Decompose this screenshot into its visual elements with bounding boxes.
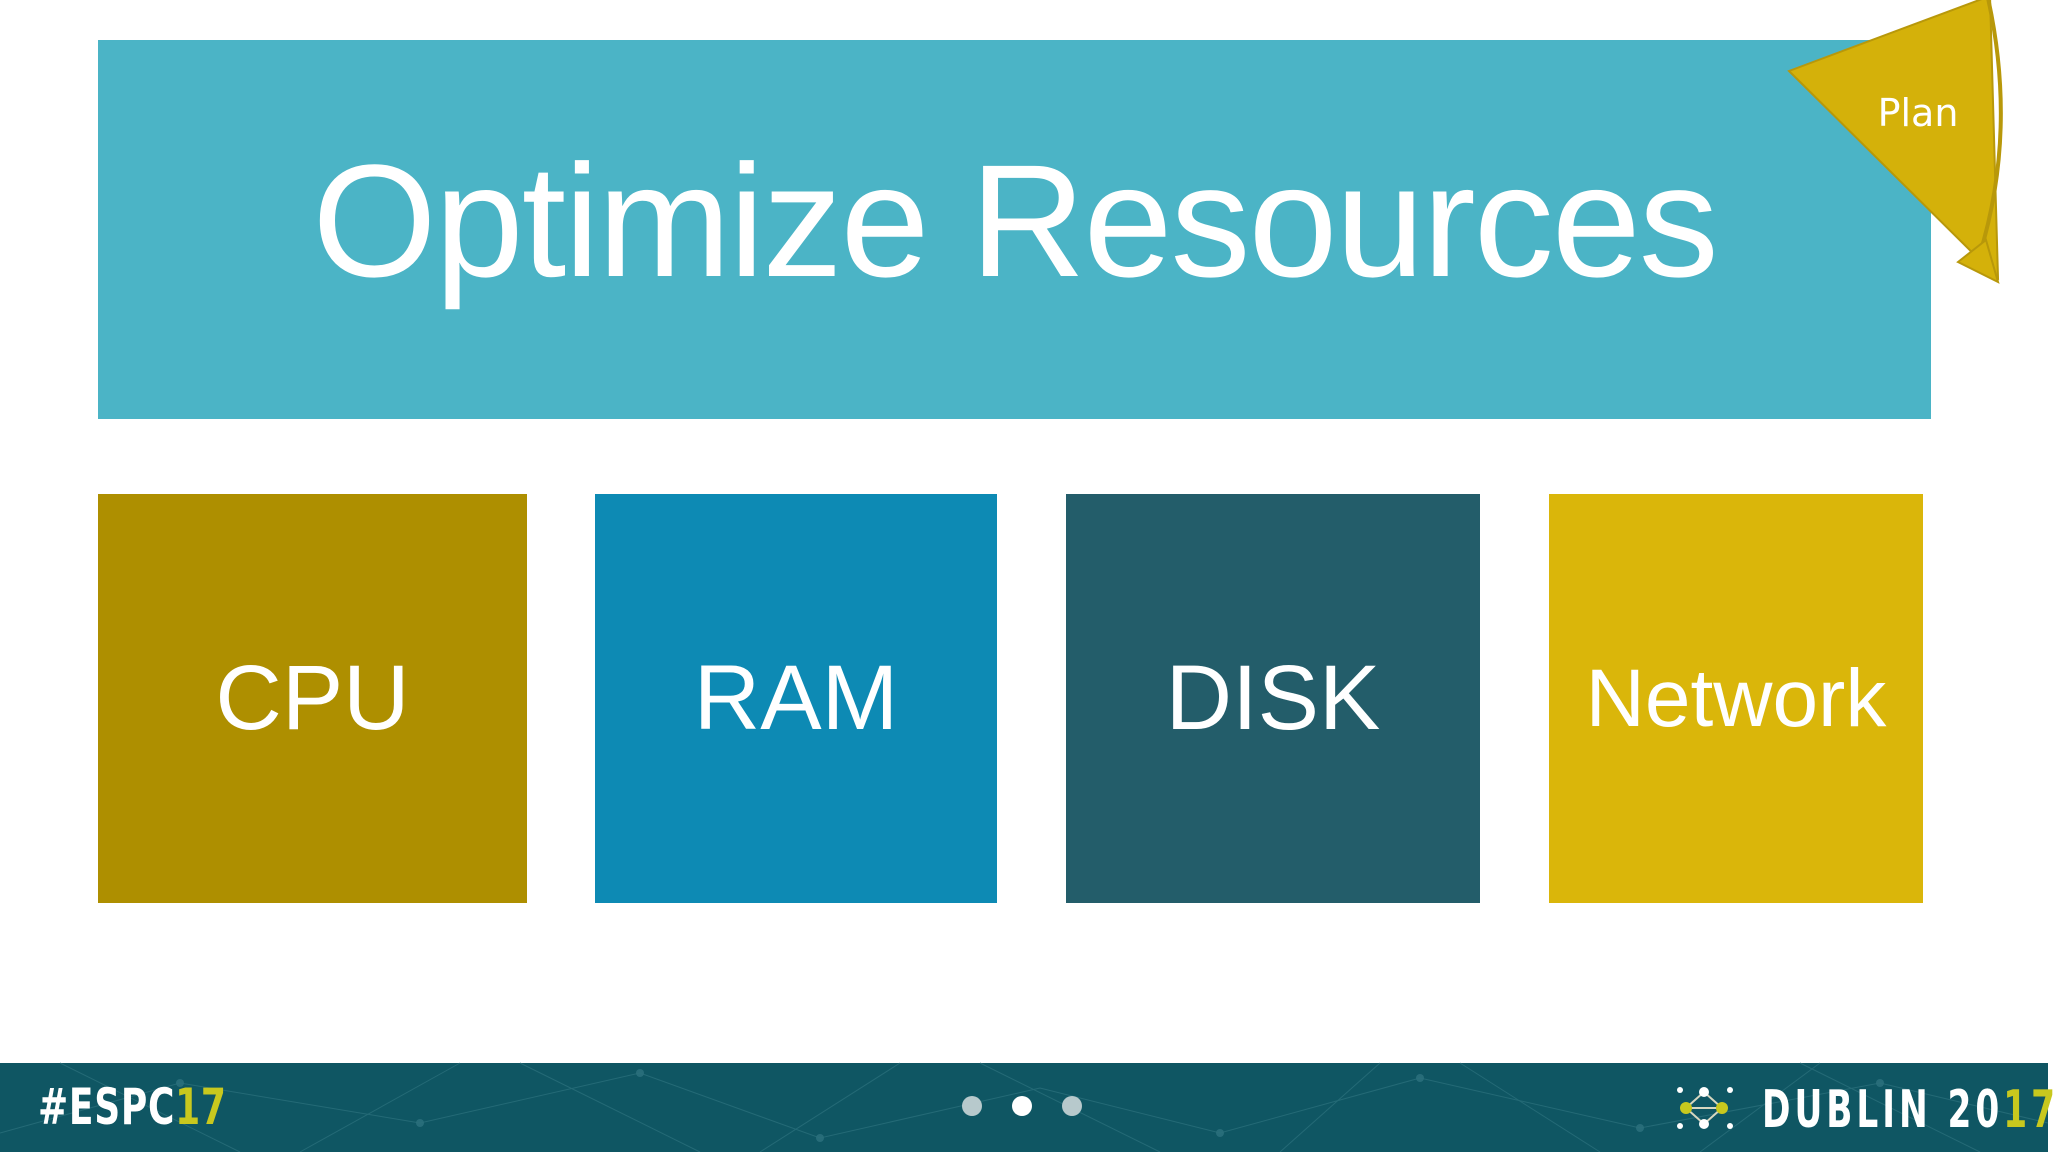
- tile-disk-label: DISK: [1165, 647, 1381, 749]
- slide-title: Optimize Resources: [312, 130, 1718, 310]
- title-band: Optimize Resources: [98, 40, 1931, 419]
- tile-network: Network: [1549, 494, 1923, 903]
- tile-cpu: CPU: [98, 494, 527, 903]
- event-hashtag: #ESPC17: [38, 1077, 227, 1137]
- event-location: DUBLIN 2017: [1762, 1080, 2059, 1140]
- plan-badge: Plan: [1787, 0, 2003, 284]
- plan-label: Plan: [1878, 91, 1959, 135]
- tile-ram: RAM: [595, 494, 997, 903]
- pager-dot-2-active[interactable]: [1012, 1096, 1032, 1116]
- tile-cpu-label: CPU: [215, 647, 410, 749]
- hashtag-year: 17: [175, 1078, 227, 1136]
- location-year: 17: [2003, 1080, 2059, 1140]
- pager-dot-3[interactable]: [1062, 1096, 1082, 1116]
- pager-dot-1[interactable]: [962, 1096, 982, 1116]
- tile-ram-label: RAM: [693, 647, 899, 749]
- plan-arrow-icon: [1787, 0, 2003, 284]
- hashtag-main: #ESPC: [38, 1078, 176, 1136]
- slide-pager: [962, 1096, 1082, 1118]
- location-city: DUBLIN 20: [1762, 1080, 2004, 1140]
- tile-network-label: Network: [1585, 652, 1887, 744]
- tile-disk: DISK: [1066, 494, 1480, 903]
- espc-logo-icon: [1677, 1087, 1733, 1129]
